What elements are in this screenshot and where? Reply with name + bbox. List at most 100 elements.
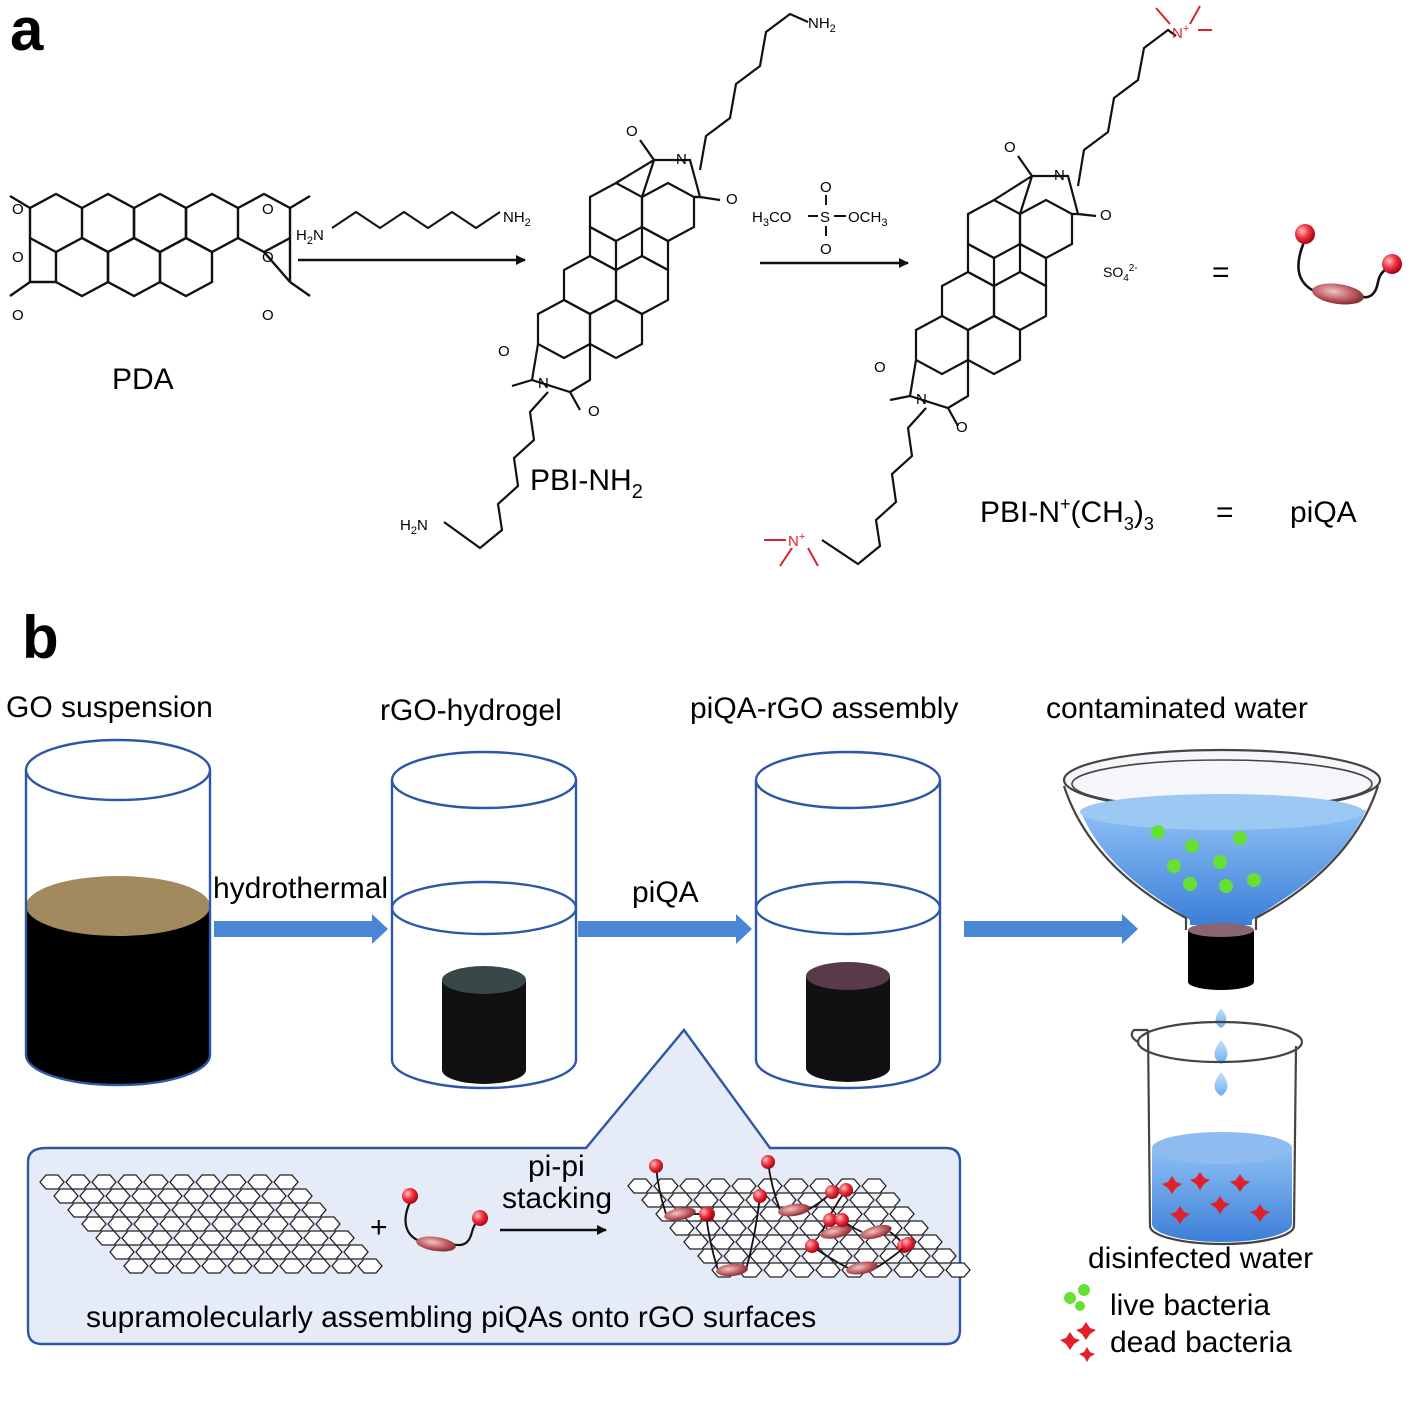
hex-ring: [261, 1188, 287, 1204]
icon-equals: =: [1212, 256, 1230, 289]
hex-ring: [301, 1202, 327, 1218]
hex-ring: [669, 1220, 695, 1236]
water-drop: [1215, 1008, 1227, 1028]
filter-funnel: [1062, 748, 1382, 990]
piqa-charge-ball: [823, 1213, 837, 1227]
hex-ring: [221, 1174, 247, 1190]
pbi-o: O: [498, 343, 510, 360]
arrow-label-hydrothermal: hydrothermal: [213, 872, 388, 905]
piqa-rgo-beaker: [754, 750, 942, 1090]
pbiq-o: O: [1004, 139, 1016, 156]
piqa-icon: [1295, 224, 1402, 305]
hex-ring: [861, 1178, 887, 1194]
hex-ring: [225, 1230, 251, 1246]
piqa-charge-ball: [835, 1213, 849, 1227]
hex-ring: [195, 1174, 221, 1190]
live-bacterium: [1219, 879, 1233, 893]
live-bacterium: [1213, 855, 1227, 869]
hex-ring: [291, 1244, 317, 1260]
live-bacterium: [1167, 859, 1181, 873]
hex-ring: [889, 1206, 915, 1222]
hex-ring: [65, 1174, 91, 1190]
quat-methyls: [764, 5, 1212, 567]
reagent2-right: OCH3: [848, 209, 887, 229]
arrow-label-piqa: piQA: [632, 876, 699, 909]
dead-bacterium: [1190, 1172, 1210, 1190]
hex-ring: [305, 1258, 331, 1274]
hex-ring: [109, 1244, 135, 1260]
hex-ring: [253, 1258, 279, 1274]
hex-ring: [723, 1248, 749, 1264]
hex-ring: [157, 1188, 183, 1204]
hex-ring: [107, 1216, 133, 1232]
pbi-o: O: [588, 403, 600, 420]
hex-ring: [121, 1230, 147, 1246]
hex-ring: [91, 1174, 117, 1190]
pda-o: O: [12, 249, 24, 266]
arrow-filter: [964, 914, 1138, 944]
hex-ring: [171, 1202, 197, 1218]
hex-ring: [853, 1248, 879, 1264]
pbiq-bottom-n-plus: N+: [788, 531, 805, 550]
piqa-charge-ball: [901, 1237, 915, 1251]
pda-o: O: [262, 307, 274, 324]
pbi-top-nh2: NH2: [808, 15, 836, 35]
pbiq-o: O: [956, 419, 968, 436]
hex-ring: [149, 1258, 175, 1274]
piqa-name: piQA: [1290, 496, 1357, 529]
hex-ring: [185, 1216, 211, 1232]
dead-bacterium: [1230, 1174, 1250, 1192]
hex-ring: [223, 1202, 249, 1218]
hex-ring: [93, 1202, 119, 1218]
reagent2-s: S: [820, 209, 830, 226]
collection-beaker: [1130, 1020, 1304, 1246]
hex-ring: [273, 1174, 299, 1190]
piqa-core: [846, 1261, 878, 1275]
live-bacterium: [1185, 839, 1199, 853]
piqa-charge-ball: [753, 1189, 767, 1203]
hex-ring: [693, 1192, 719, 1208]
output-label: disinfected water: [1088, 1242, 1313, 1275]
dead-bacterium: [1162, 1176, 1182, 1194]
piqa-charge-ball: [699, 1207, 713, 1221]
pbi-bottom-h2n: H2N: [400, 517, 428, 537]
counterion: SO42-: [1103, 263, 1138, 284]
rgo-hydrogel-beaker: [390, 750, 578, 1090]
assembled-piqas: [649, 1155, 915, 1277]
hex-ring: [773, 1220, 799, 1236]
water-drop: [1214, 1040, 1228, 1064]
hex-ring: [775, 1248, 801, 1264]
piqa-charge-ball: [839, 1183, 853, 1197]
piqa-charge-ball: [805, 1239, 819, 1253]
panel-b-letter: b: [22, 604, 59, 671]
piqa-charge-ball: [825, 1185, 839, 1199]
piqa-core: [716, 1263, 748, 1277]
inset-caption: supramolecularly assembling piQAs onto r…: [86, 1301, 816, 1334]
hex-ring: [279, 1258, 305, 1274]
stage-label-contaminated: contaminated water: [1046, 692, 1308, 725]
dead-bacterium: [1210, 1196, 1230, 1214]
hex-ring: [799, 1220, 825, 1236]
hex-ring: [53, 1188, 79, 1204]
live-bacteria-group: [1151, 825, 1261, 893]
hex-ring: [357, 1258, 383, 1274]
hex-ring: [763, 1262, 789, 1278]
hex-ring: [79, 1188, 105, 1204]
reagent2-o-top: O: [820, 179, 832, 196]
pbiq-top-n-plus: N+: [1172, 23, 1189, 42]
reagent1-right: NH2: [503, 209, 531, 229]
hex-ring: [945, 1262, 971, 1278]
hex-ring: [919, 1262, 945, 1278]
reagent2-left: H3CO: [752, 209, 791, 229]
hex-ring: [789, 1262, 815, 1278]
hex-ring: [39, 1174, 65, 1190]
hex-ring: [235, 1188, 261, 1204]
go-suspension-beaker: [24, 738, 212, 1087]
pbi-n: N: [538, 375, 549, 392]
inset-step-1: pi-pi: [528, 1150, 585, 1183]
hex-ring: [303, 1230, 329, 1246]
hex-ring: [719, 1192, 745, 1208]
hex-ring: [251, 1230, 277, 1246]
hex-ring: [815, 1262, 841, 1278]
